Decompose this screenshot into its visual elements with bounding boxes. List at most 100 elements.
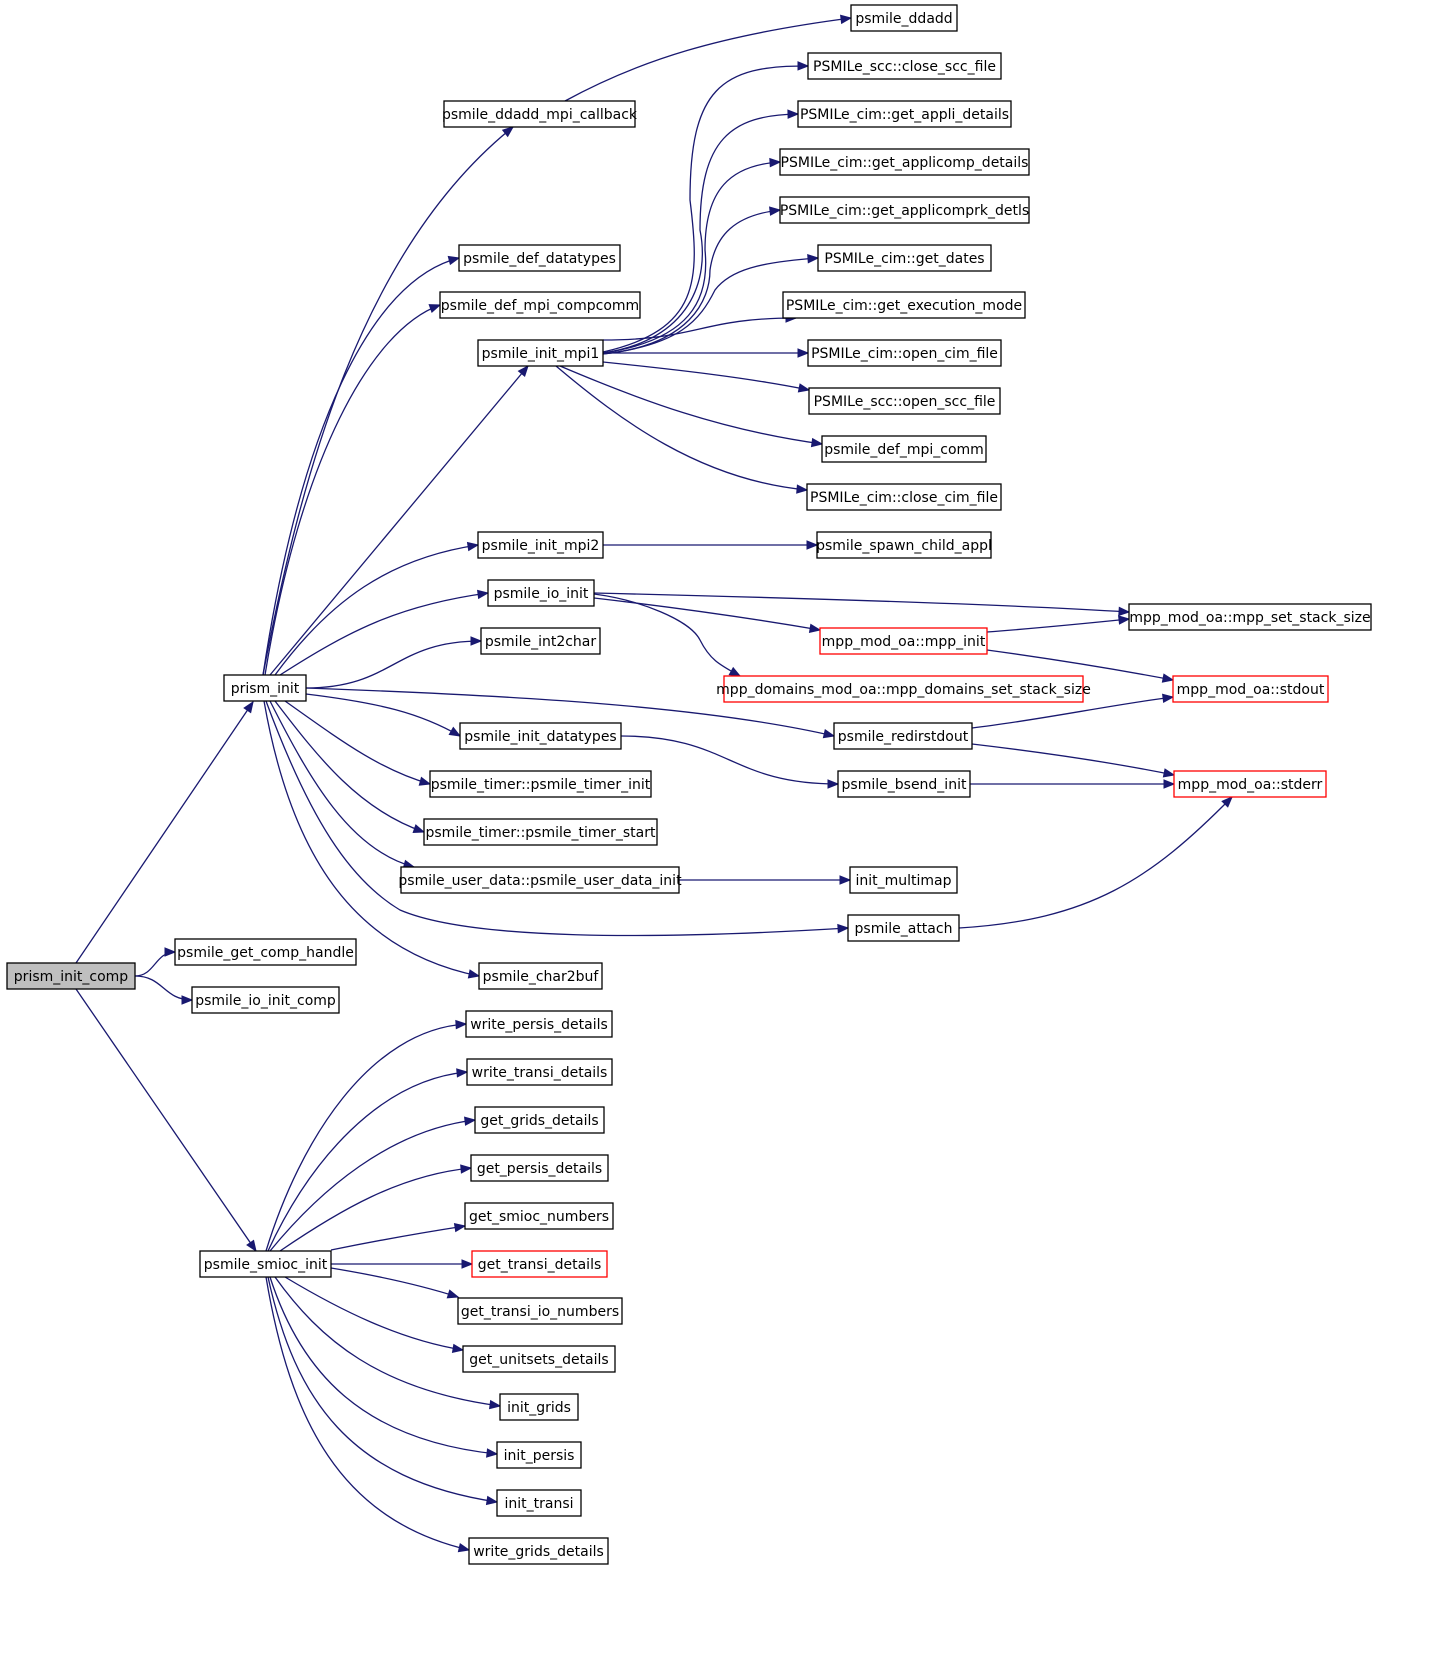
arrowhead-icon [243,700,254,714]
node-psmile_timer_init[interactable]: psmile_timer::psmile_timer_init [429,770,652,798]
arrowhead-icon [470,636,483,646]
node-psmile_int2char[interactable]: psmile_int2char [480,627,601,655]
edge-line [620,735,839,785]
edge-line [305,693,461,737]
node-mpp_domains_set_stack_size[interactable]: mpp_domains_mod_oa::mpp_domains_set_stac… [716,675,1091,703]
arrowhead-icon [447,255,461,266]
node-cim_get_applicomp_details[interactable]: PSMILe_cim::get_applicomp_details [779,148,1030,176]
node-write_persis_details[interactable]: write_persis_details [465,1010,613,1038]
node-mpp_stdout[interactable]: mpp_mod_oa::stdout [1172,675,1329,703]
edge-psmile_smioc_init-to-get_smioc_numbers [330,1222,467,1251]
edge-line [602,317,797,341]
arrowhead-icon [412,824,426,834]
arrowhead-icon [1118,615,1131,625]
node-psmile_init_mpi2[interactable]: psmile_init_mpi2 [477,531,604,559]
node-box [817,244,992,272]
edge-line [284,1276,464,1351]
edge-psmile_smioc_init-to-get_unitsets_details [284,1276,465,1354]
node-get_transi_details[interactable]: get_transi_details [471,1250,608,1278]
node-psmile_spawn_child_appl[interactable]: psmile_spawn_child_appl [816,531,992,559]
node-box [782,291,1026,319]
node-box [429,770,652,798]
node-psmile_def_mpi_compcomm[interactable]: psmile_def_mpi_compcomm [439,291,641,319]
edge-psmile_ddadd_mpi_callback-to-psmile_ddadd [564,14,853,102]
arrowhead-icon [486,1448,499,1458]
node-cim_get_appli_details[interactable]: PSMILe_cim::get_appli_details [797,100,1012,128]
node-scc_close_scc_file[interactable]: PSMILe_scc::close_scc_file [807,52,1002,80]
node-cim_open_cim_file[interactable]: PSMILe_cim::open_cim_file [807,339,1002,367]
node-prism_init_comp[interactable]: prism_init_comp [6,962,136,990]
node-write_transi_details[interactable]: write_transi_details [466,1058,613,1086]
node-write_grids_details[interactable]: write_grids_details [468,1537,609,1565]
node-psmile_ddadd[interactable]: psmile_ddadd [850,4,958,32]
node-label: psmile_init_datatypes [464,729,616,745]
node-psmile_redirstdout[interactable]: psmile_redirstdout [833,722,973,750]
node-label: get_persis_details [477,1161,602,1177]
edge-line [330,1267,459,1298]
edge-line [265,1023,467,1252]
node-psmile_io_init_comp[interactable]: psmile_io_init_comp [191,986,340,1014]
node-psmile_bsend_init[interactable]: psmile_bsend_init [837,770,971,798]
arrowhead-icon [446,1289,460,1299]
call-graph-nodes: prism_init_comp prism_init psmile_get_comp… [6,4,1372,1565]
arrowhead-icon [837,923,850,934]
edge-prism_init-to-psmile_int2char [305,636,483,689]
node-box [837,770,971,798]
node-label: PSMILe_cim::get_appli_details [800,107,1009,123]
node-label: PSMILe_cim::open_cim_file [811,346,998,362]
node-init_multimap[interactable]: init_multimap [849,866,958,894]
node-get_persis_details[interactable]: get_persis_details [470,1154,609,1182]
node-mpp_set_stack_size[interactable]: mpp_mod_oa::mpp_set_stack_size [1128,603,1372,631]
node-psmile_char2buf[interactable]: psmile_char2buf [478,962,603,990]
node-label: psmile_def_datatypes [463,251,616,267]
arrowhead-icon [810,437,824,448]
node-prism_init[interactable]: prism_init [223,674,307,702]
arrowhead-icon [164,947,177,957]
node-init_grids[interactable]: init_grids [499,1393,579,1421]
node-box [174,938,357,966]
node-get_unitsets_details[interactable]: get_unitsets_details [462,1345,616,1373]
node-label: init_persis [504,1448,575,1464]
node-psmile_ddadd_mpi_callback[interactable]: psmile_ddadd_mpi_callback [442,100,638,128]
node-psmile_io_init[interactable]: psmile_io_init [487,579,595,607]
node-get_grids_details[interactable]: get_grids_details [474,1106,605,1134]
node-get_transi_io_numbers[interactable]: get_transi_io_numbers [457,1297,623,1325]
edge-psmile_init_mpi1-to-scc_open_scc_file [602,361,811,393]
node-psmile_init_mpi1[interactable]: psmile_init_mpi1 [477,339,604,367]
node-get_smioc_numbers[interactable]: get_smioc_numbers [464,1202,614,1230]
node-mpp_stderr[interactable]: mpp_mod_oa::stderr [1173,770,1327,798]
arrowhead-icon [1118,606,1131,617]
edge-prism_init-to-psmile_attach [265,700,850,937]
edge-line [262,126,514,676]
node-box [191,986,340,1014]
node-cim_close_cim_file[interactable]: PSMILe_cim::close_cim_file [806,483,1002,511]
edge-line [602,209,781,355]
edge-prism_init-to-psmile_init_datatypes [305,693,462,737]
edge-line [602,361,810,391]
node-psmile_timer_start[interactable]: psmile_timer::psmile_timer_start [423,818,658,846]
edge-psmile_bsend_init-to-mpp_stderr [970,779,1176,789]
node-label: get_transi_details [478,1257,602,1273]
node-cim_get_execution_mode[interactable]: PSMILe_cim::get_execution_mode [782,291,1026,319]
node-cim_get_applicomprk_detls[interactable]: PSMILe_cim::get_applicomprk_detls [779,196,1030,224]
edge-line [971,696,1174,729]
node-psmile_def_mpi_comm[interactable]: psmile_def_mpi_comm [821,435,987,463]
arrowhead-icon [456,1068,469,1078]
node-init_persis[interactable]: init_persis [496,1441,582,1469]
node-init_transi[interactable]: init_transi [496,1489,582,1517]
node-scc_open_scc_file[interactable]: PSMILe_scc::open_scc_file [808,387,1001,415]
node-mpp_init[interactable]: mpp_mod_oa::mpp_init [819,627,988,655]
node-psmile_attach[interactable]: psmile_attach [847,914,960,942]
edge-prism_init-to-psmile_init_mpi2 [274,541,480,676]
edge-psmile_init_mpi1-to-cim_get_dates [602,253,820,355]
edge-line [559,365,823,445]
node-label: mpp_domains_mod_oa::mpp_domains_set_stac… [716,682,1091,698]
node-label: psmile_attach [855,921,953,937]
node-psmile_init_datatypes[interactable]: psmile_init_datatypes [459,722,622,750]
node-psmile_user_data_init[interactable]: psmile_user_data::psmile_user_data_init [398,866,682,894]
node-psmile_smioc_init[interactable]: psmile_smioc_init [199,1250,332,1278]
node-psmile_def_datatypes[interactable]: psmile_def_datatypes [458,244,621,272]
node-psmile_get_comp_handle[interactable]: psmile_get_comp_handle [174,938,357,966]
node-cim_get_dates[interactable]: PSMILe_cim::get_dates [817,244,992,272]
arrowhead-icon [1221,796,1233,808]
